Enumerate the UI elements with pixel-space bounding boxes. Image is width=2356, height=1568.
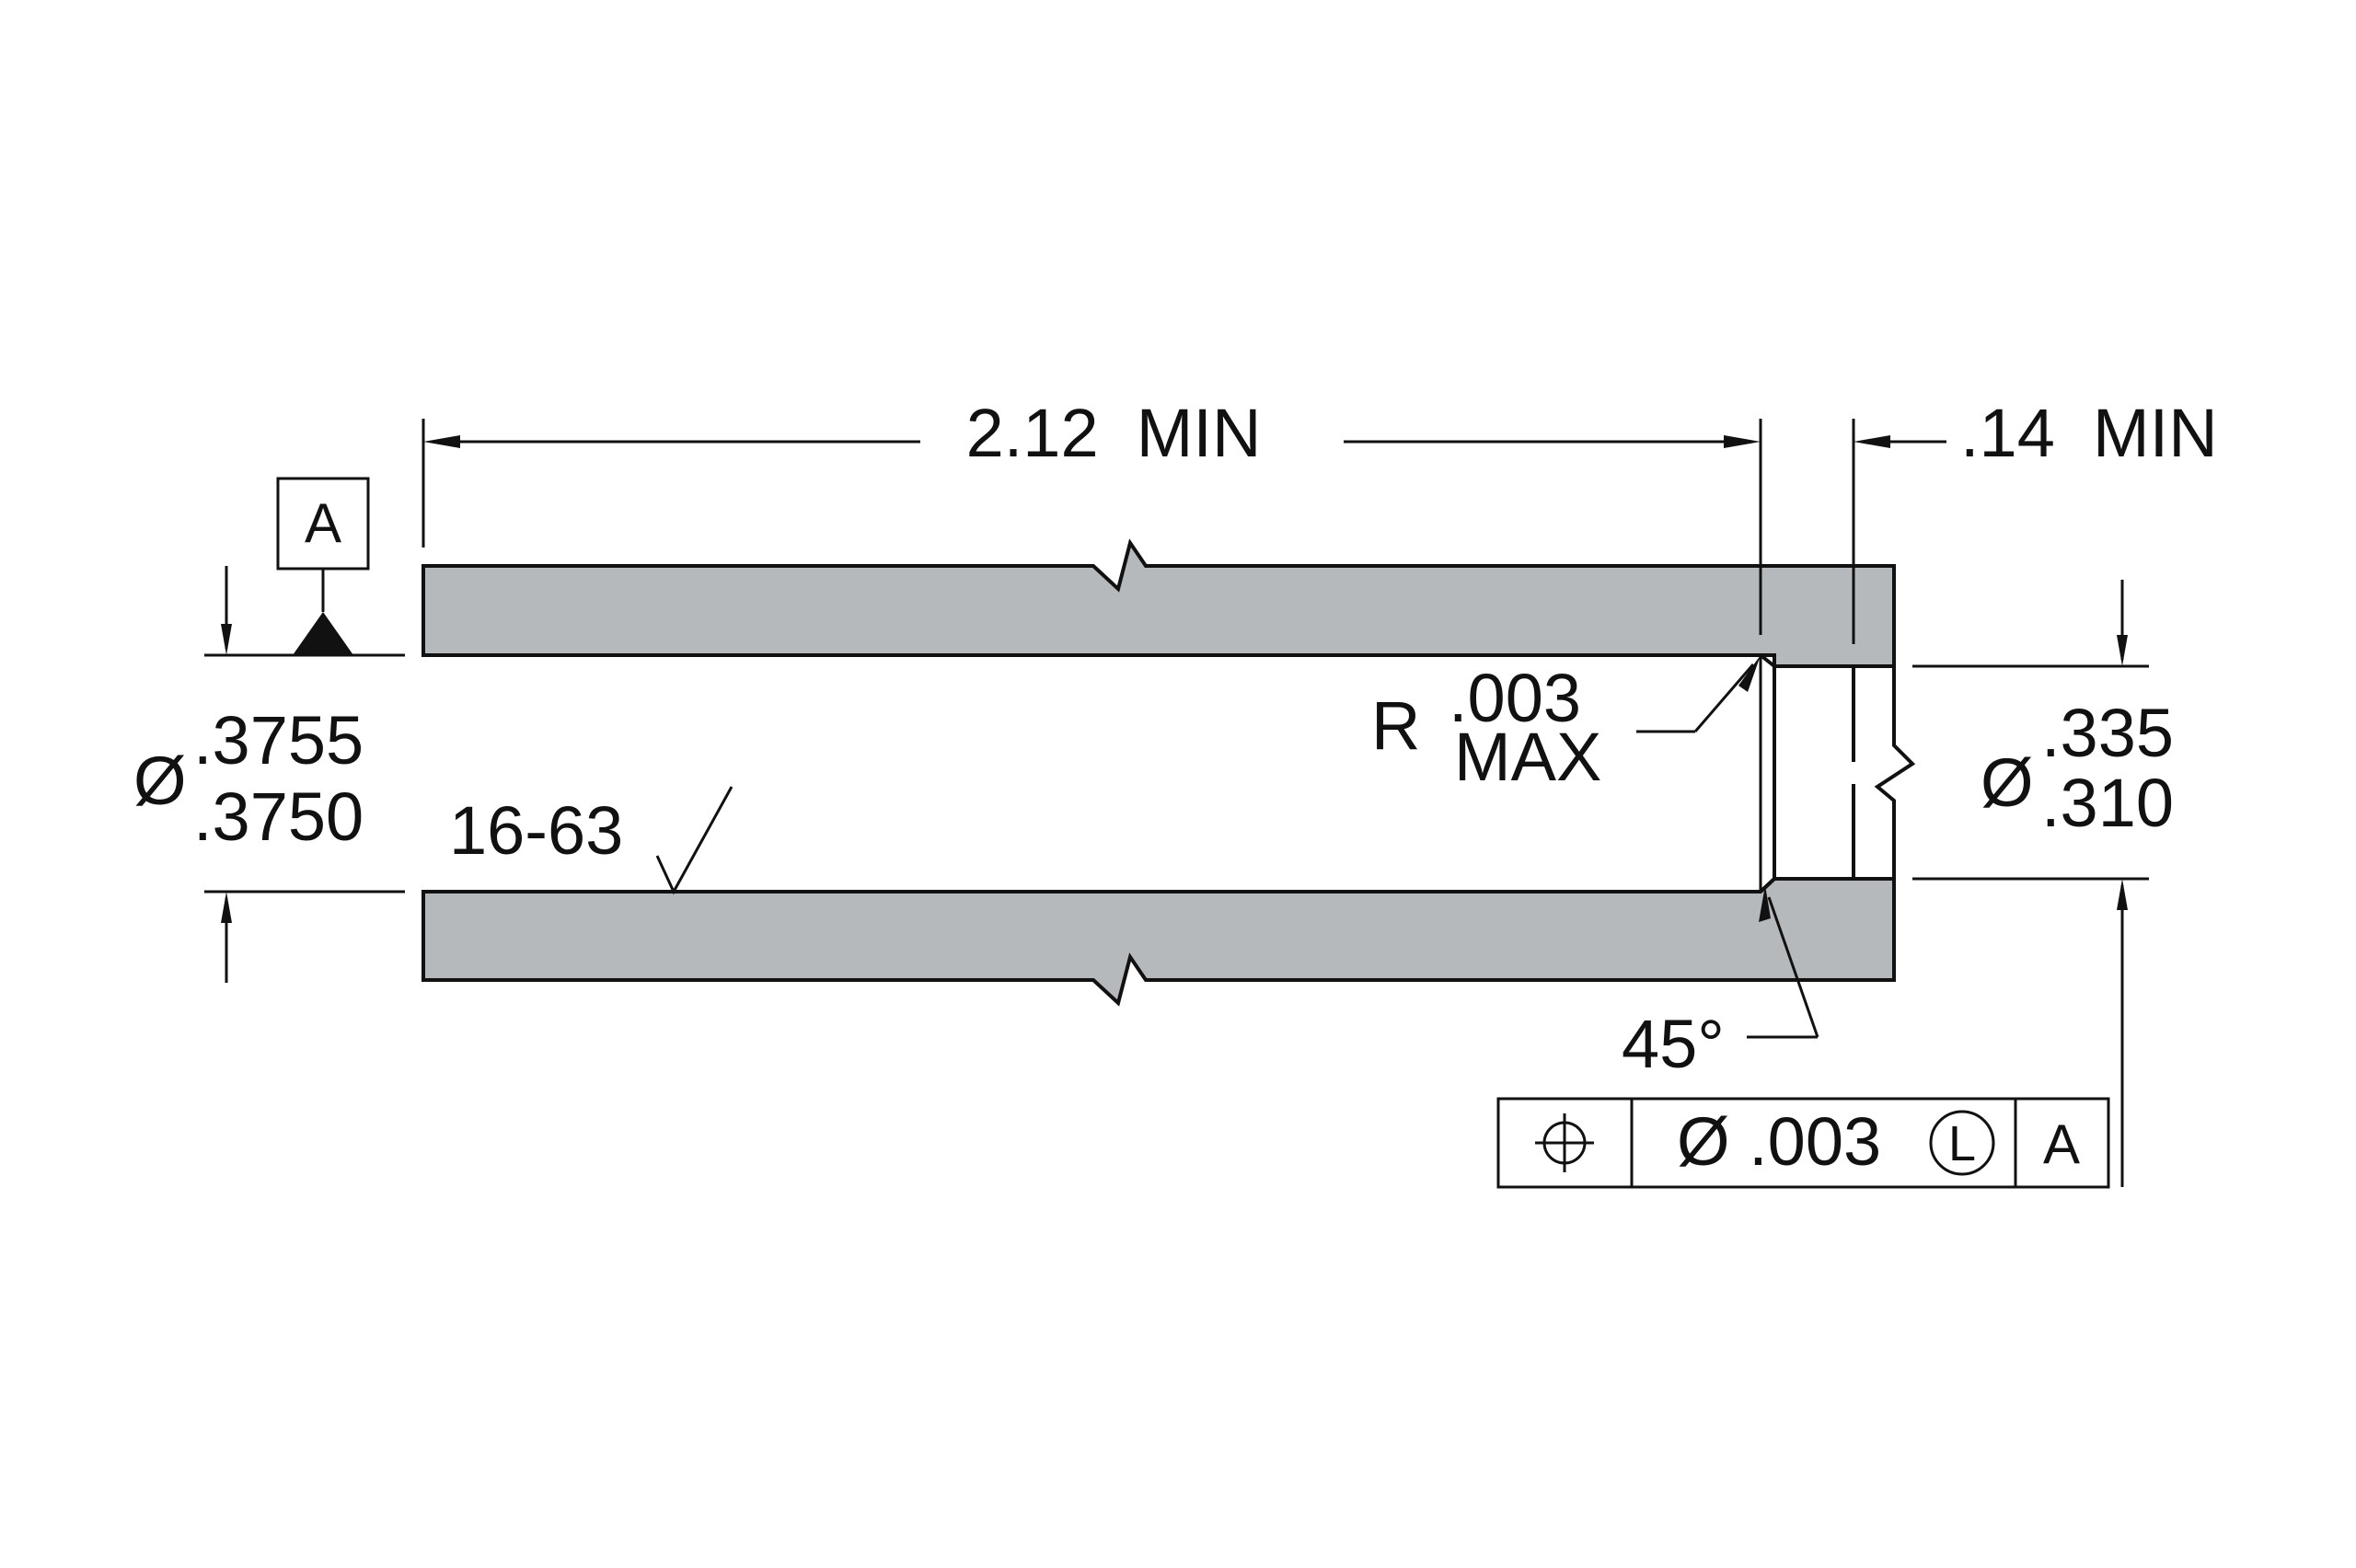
radius-arrow-head	[1738, 655, 1761, 692]
arrow-head-right	[1724, 435, 1761, 448]
chamfer-leader-diagonal	[1767, 896, 1819, 1038]
datum-letter: A	[305, 492, 341, 554]
right-break-mark	[1874, 666, 1916, 879]
bore-diameter-symbol: Ø	[133, 743, 187, 819]
chamfer-bottom	[1759, 877, 1776, 894]
radius-callout: R .003 MAX	[1371, 655, 1761, 795]
arrow-head-left	[423, 435, 460, 448]
cb-arrow-head-bottom	[2117, 879, 2128, 910]
datum-triangle	[293, 612, 353, 655]
break-gap	[1848, 762, 1859, 784]
depth-value: .14 MIN	[1960, 395, 2218, 471]
cb-diameter-symbol: Ø	[1981, 744, 2034, 821]
length-dimension: 2.12 MIN	[422, 395, 1762, 635]
radius-leader-diagonal	[1693, 663, 1755, 732]
cb-lower-limit: .310	[2041, 765, 2174, 841]
chamfer-arrow-head	[1759, 885, 1771, 922]
datum-feature-symbol: A	[276, 477, 370, 657]
counterbore-diameter-dimension: Ø .335 .310	[1912, 580, 2174, 1187]
surface-finish-value: 16-63	[449, 792, 623, 869]
lmc-modifier-circle	[1929, 1110, 1995, 1176]
top-wall	[422, 538, 1896, 668]
depth-arrow-head	[1854, 435, 1890, 448]
chamfer-top	[1759, 653, 1776, 668]
bottom-wall	[422, 877, 1896, 1007]
fcf-datum-ref: A	[2043, 1113, 2080, 1175]
radius-note: MAX	[1454, 719, 1601, 795]
fcf-outline	[1496, 1097, 2110, 1189]
radius-value: .003	[1449, 660, 1581, 736]
arrow-head-top	[221, 624, 232, 655]
cb-upper-limit: .335	[2041, 695, 2174, 771]
part-section	[422, 538, 1916, 1007]
bore-lower-limit: .3750	[193, 778, 364, 855]
fcf-tolerance: Ø .003	[1677, 1103, 1881, 1180]
surface-finish-check	[655, 786, 733, 895]
arrow-head-bottom	[221, 892, 232, 923]
counterbore-depth-dimension: .14 MIN	[1852, 395, 2218, 644]
feature-control-frame: Ø .003 L A	[1496, 1097, 2110, 1189]
lmc-modifier-letter: L	[1948, 1116, 1976, 1171]
bore-diameter-dimension: Ø .3755 .3750	[133, 566, 405, 983]
radius-prefix: R	[1371, 687, 1420, 764]
chamfer-angle: 45°	[1622, 1006, 1725, 1082]
bore-upper-limit: .3755	[193, 702, 364, 778]
length-value: 2.12 MIN	[966, 395, 1262, 471]
position-icon	[1535, 1113, 1594, 1172]
chamfer-callout: 45°	[1622, 885, 1819, 1082]
surface-finish-symbol: 16-63	[449, 786, 733, 895]
cb-arrow-head-top	[2117, 635, 2128, 666]
